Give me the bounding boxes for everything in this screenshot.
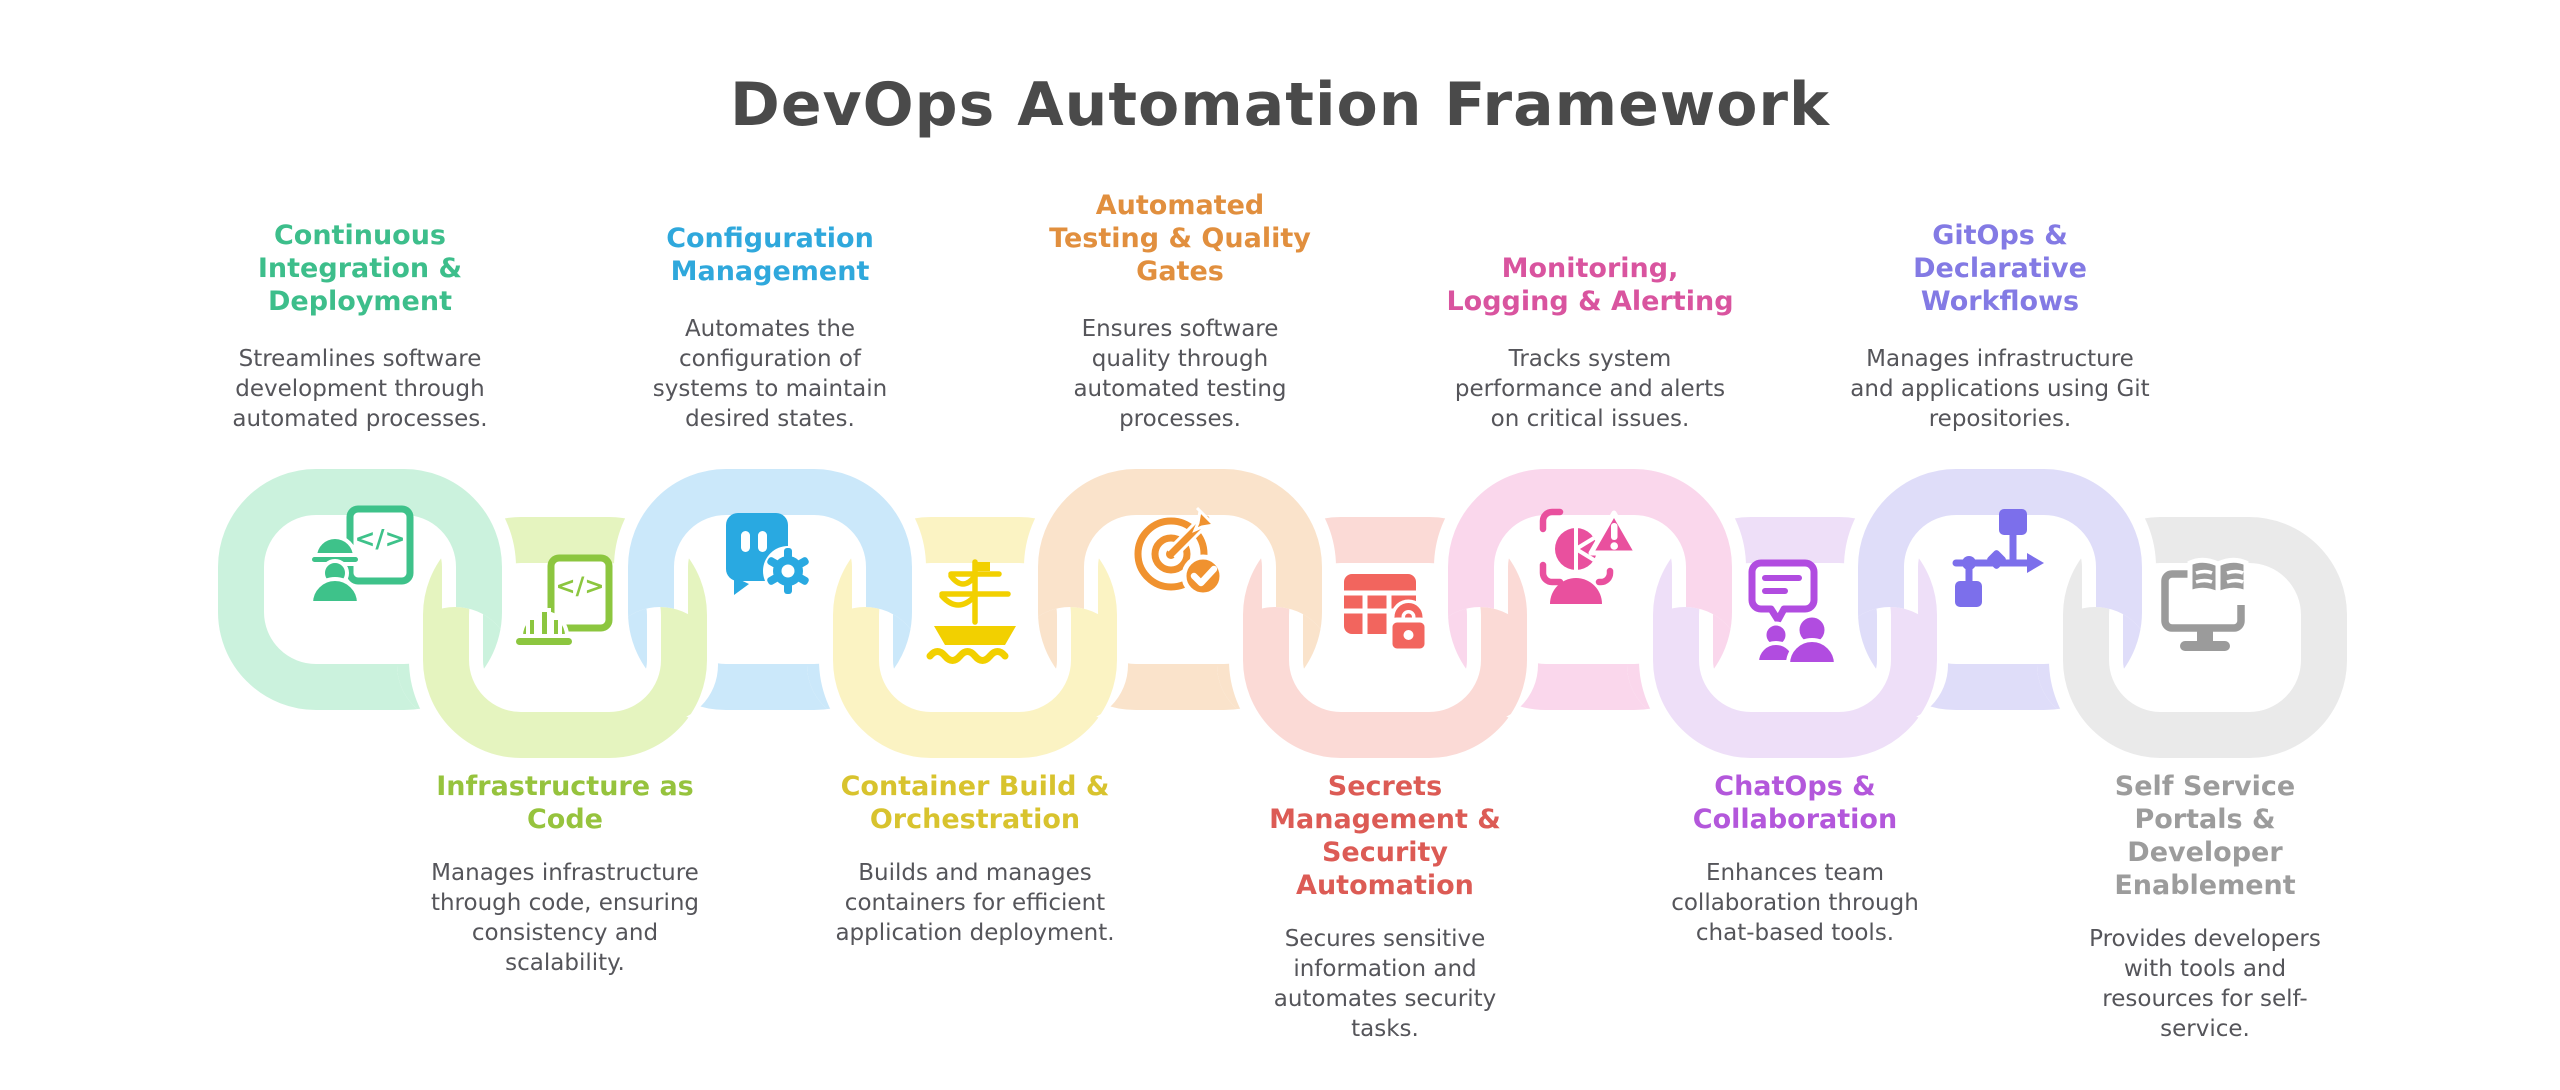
chat-gear-icon	[726, 513, 813, 596]
item-description: Tracks system performance and alerts on …	[1454, 346, 1726, 432]
item-heading: GitOps & Declarative Workflows	[1913, 220, 2087, 317]
item-description: Ensures software quality through automat…	[1073, 316, 1287, 432]
chat-people-icon	[1748, 559, 1839, 666]
item-6-label-block: Secrets Management & Security Automation…	[1195, 770, 1575, 1044]
item-heading: Self Service Portals & Developer Enablem…	[2114, 771, 2296, 901]
monitor-book-icon	[2161, 557, 2249, 651]
svg-text:</>: </>	[556, 572, 605, 600]
item-description: Builds and manages containers for effici…	[835, 860, 1115, 946]
item-heading: Secrets Management & Security Automation	[1269, 771, 1501, 901]
item-heading: Configuration Management	[666, 223, 874, 287]
item-10-label-block: Self Service Portals & Developer Enablem…	[2015, 770, 2395, 1044]
engineer-code-icon: </>	[308, 505, 414, 605]
item-heading: Infrastructure as Code	[436, 771, 694, 835]
item-description: Manages infrastructure and applications …	[1850, 346, 2150, 432]
hardhat-code-icon: </>	[512, 554, 613, 649]
item-description: Automates the configuration of systems t…	[652, 316, 888, 432]
container-ship-icon	[926, 559, 1016, 664]
item-heading: Automated Testing & Quality Gates	[1049, 190, 1311, 287]
svg-text:</>: </>	[354, 524, 405, 553]
item-description: Secures sensitive information and automa…	[1273, 926, 1497, 1042]
item-description: Streamlines software development through…	[232, 346, 488, 432]
item-heading: Container Build & Orchestration	[840, 771, 1110, 835]
item-description: Provides developers with tools and resou…	[2089, 926, 2321, 1042]
page-title: DevOps Automation Framework	[730, 70, 1830, 141]
table-lock-icon	[1344, 574, 1430, 654]
item-heading: ChatOps & Collaboration	[1692, 771, 1898, 835]
monitor-alert-icon	[1539, 508, 1640, 604]
target-check-icon	[1134, 506, 1225, 598]
item-description: Manages infrastructure through code, ens…	[430, 860, 700, 976]
flowchart-icon	[1952, 509, 2044, 607]
item-heading: Continuous Integration & Deployment	[257, 220, 463, 317]
item-description: Enhances team collaboration through chat…	[1671, 860, 1919, 946]
item-heading: Monitoring, Logging & Alerting	[1446, 253, 1734, 317]
